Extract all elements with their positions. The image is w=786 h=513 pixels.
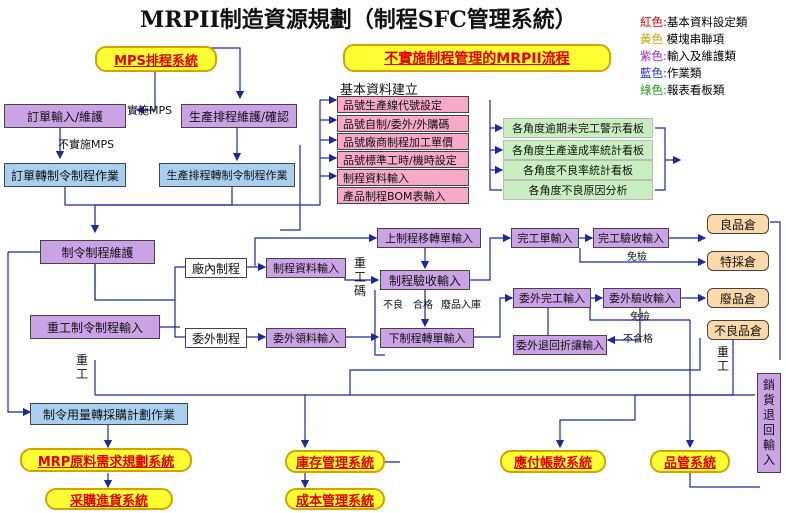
defect-warehouse[interactable]: 不良品倉	[707, 320, 769, 340]
legend-item-blue: 藍色:作業類	[640, 65, 747, 82]
out-inspect-box[interactable]: 委外驗收輸入	[603, 288, 681, 308]
process-input-box[interactable]: 制程資料輸入	[266, 258, 346, 278]
legend-desc-green: 報表看板類	[666, 83, 725, 97]
legend-color-yellow: 黃色	[640, 32, 663, 46]
legend-item-red: 紅色:基本資料設定類	[640, 14, 747, 31]
rework-code-label: 重工碼	[353, 256, 366, 298]
legend-color-blue: 藍色:	[640, 66, 667, 80]
outsource-issue-box[interactable]: 委外領料輸入	[266, 328, 346, 348]
basic-item-1[interactable]: 品號生產線代號設定	[337, 96, 469, 113]
basic-setup-heading: 基本資料建立	[340, 83, 419, 98]
up-transfer-box[interactable]: 上制程移轉單輸入	[377, 228, 481, 248]
schedule-maint-box[interactable]: 生產排程維護/確認	[181, 104, 297, 128]
fail-label: 不合格	[623, 334, 653, 345]
report-defect-cause[interactable]: 各角度不良原因分析	[503, 180, 653, 200]
report-achievement[interactable]: 各角度生產達成率統計看板	[503, 140, 653, 160]
report-defect-rate[interactable]: 各角度不良率統計看板	[503, 160, 653, 180]
inventory-system[interactable]: 庫存管理系統	[285, 450, 385, 473]
pass-label: 合格	[413, 300, 433, 311]
basic-item-4[interactable]: 品號標準工時/機時設定	[337, 151, 469, 168]
out-return-box[interactable]: 委外退回折讓輸入	[513, 335, 607, 355]
qc-system[interactable]: 品管系統	[650, 450, 730, 473]
legend-color-red: 紅色:	[640, 15, 667, 29]
special-warehouse[interactable]: 特採倉	[707, 251, 769, 271]
order-input-box[interactable]: 訂單輸入/維護	[4, 104, 126, 128]
complete-inspect-box[interactable]: 完工驗收輸入	[593, 228, 669, 248]
mps-system[interactable]: MPS排程系統	[95, 46, 217, 72]
implement-mps-label: 實施MPS	[127, 104, 173, 117]
legend-color-green: 綠色:	[640, 83, 667, 97]
legend: 紅色:基本資料設定類 黃色 模塊串聯項 紫色:輸入及維護類 藍色:作業類 綠色:…	[640, 14, 747, 99]
exempt-label-1: 免檢	[627, 252, 647, 263]
scrap-in-label: 廢品入庫	[441, 300, 481, 311]
legend-desc-purple: 輸入及維護類	[666, 49, 736, 63]
non-process-mrpii-flow[interactable]: 不實施制程管理的MRPII流程	[343, 44, 611, 72]
rework-input-box[interactable]: 重工制令制程輸入	[30, 315, 160, 339]
basic-item-3[interactable]: 品號廠商制程加工單價	[337, 133, 469, 150]
process-inspect-box[interactable]: 制程驗收輸入	[380, 270, 470, 290]
complete-input-box[interactable]: 完工單輸入	[511, 228, 579, 248]
in-house-process[interactable]: 廠內制程	[185, 258, 247, 278]
cost-system[interactable]: 成本管理系統	[285, 488, 385, 510]
basic-item-2[interactable]: 品號自制/委外/外購碼	[337, 115, 469, 132]
basic-item-6[interactable]: 產品制程BOM表輸入	[337, 187, 469, 204]
not-implement-mps-label: 不實施MPS	[58, 138, 115, 151]
ap-system[interactable]: 應付帳款系統	[500, 450, 606, 473]
down-transfer-box[interactable]: 下制程轉單輸入	[380, 328, 474, 348]
legend-desc-red: 基本資料設定類	[666, 15, 748, 29]
sales-return-box[interactable]: 銷貨退回輸入	[757, 373, 781, 473]
purchase-system[interactable]: 采購進貨系統	[45, 488, 173, 510]
good-warehouse[interactable]: 良品倉	[707, 214, 769, 234]
legend-item-green: 綠色:報表看板類	[640, 82, 747, 99]
report-overdue[interactable]: 各角度逾期未完工警示看板	[503, 118, 653, 138]
legend-item-yellow: 黃色 模塊串聯項	[640, 31, 747, 48]
legend-color-purple: 紫色:	[640, 49, 667, 63]
mrp-system[interactable]: MRP原料需求規劃系統	[20, 448, 192, 472]
schedule-to-mo-box[interactable]: 生產排程轉制令制程作業	[159, 163, 295, 187]
defect-label: 不良	[383, 300, 403, 311]
legend-desc-blue: 作業類	[666, 66, 702, 80]
mo-maint-box[interactable]: 制令制程維護	[40, 240, 155, 264]
basic-item-5[interactable]: 制程資料輸入	[337, 169, 469, 186]
rework-right-label: 重工	[716, 345, 729, 373]
mo-to-purchase-box[interactable]: 制令用量轉採購計劃作業	[30, 403, 188, 425]
order-to-mo-box[interactable]: 訂單轉制令制程作業	[4, 163, 126, 187]
rework-left-label: 重工	[75, 353, 88, 381]
legend-item-purple: 紫色:輸入及維護類	[640, 48, 747, 65]
exempt-label-2: 免檢	[630, 312, 650, 323]
legend-desc-yellow: 模塊串聯項	[666, 32, 725, 46]
page-title: MRPII制造資源規劃（制程SFC管理系統）	[140, 7, 577, 33]
out-complete-box[interactable]: 委外完工輸入	[513, 288, 591, 308]
outsource-process[interactable]: 委外制程	[185, 328, 247, 348]
scrap-warehouse[interactable]: 廢品倉	[707, 288, 769, 308]
